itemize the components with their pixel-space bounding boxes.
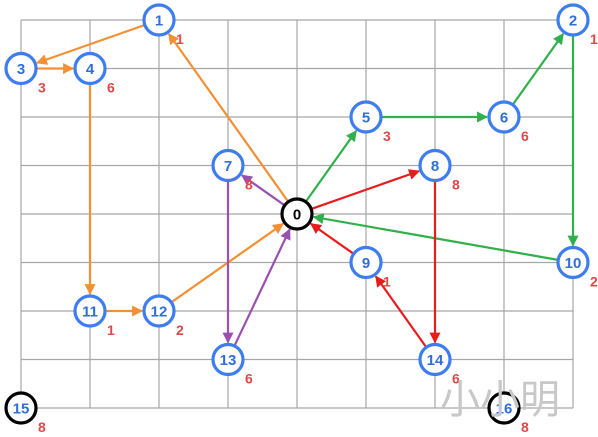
node-weight: 6	[521, 128, 529, 144]
edge-14-to-9	[374, 275, 427, 348]
node-circle	[142, 294, 176, 328]
node-label: 3	[17, 61, 25, 78]
node-label: 4	[86, 61, 95, 78]
route-edges	[36, 24, 579, 348]
node-label: 0	[293, 207, 301, 224]
node-label: 6	[500, 110, 508, 127]
node-16: 16 8	[487, 391, 529, 435]
node-9: 91	[349, 245, 391, 290]
node-5: 53	[349, 100, 391, 144]
node-circle	[349, 245, 383, 280]
node-10: 10 2	[556, 245, 598, 290]
watermark: 小小明	[440, 377, 560, 423]
node-label: 1	[155, 13, 163, 30]
node-12: 12 2	[142, 294, 184, 338]
node-label: 16	[496, 401, 513, 418]
node-label: 2	[569, 13, 577, 30]
node-weight: 1	[107, 322, 115, 338]
node-weight: 6	[107, 80, 115, 96]
node-label: 9	[362, 255, 370, 272]
node-label: 13	[220, 352, 237, 369]
node-weight: 8	[245, 177, 253, 193]
node-0: 0	[280, 197, 314, 231]
edge-0-to-5	[305, 129, 358, 202]
node-circle	[211, 148, 245, 183]
node-circle	[73, 294, 107, 328]
node-circle	[349, 100, 383, 134]
node-circle	[556, 245, 590, 280]
edge-1-to-3	[36, 24, 145, 65]
node-weight: 6	[245, 371, 253, 387]
node-1: 11	[142, 3, 184, 47]
node-label: 15	[13, 401, 30, 418]
node-circle	[487, 391, 521, 425]
node-circle	[418, 342, 452, 377]
node-circle	[487, 100, 521, 134]
node-weight: 1	[383, 274, 391, 290]
node-circle	[4, 391, 38, 425]
node-13: 13 6	[211, 342, 253, 387]
node-weight: 1	[590, 31, 598, 47]
node-8: 88	[418, 148, 460, 193]
node-circle	[280, 197, 314, 231]
node-15: 15 8	[4, 391, 46, 435]
node-label: 11	[82, 304, 98, 321]
node-4: 46	[73, 51, 115, 96]
node-weight: 3	[38, 80, 46, 96]
edge-0-to-7	[241, 174, 285, 206]
node-label: 5	[362, 110, 370, 127]
node-circle	[211, 342, 245, 377]
node-weight: 8	[521, 419, 529, 435]
edge-13-to-0	[233, 228, 291, 346]
node-6: 66	[487, 100, 529, 144]
node-weight: 6	[452, 371, 460, 387]
node-circle	[418, 148, 452, 183]
edge-6-to-2	[512, 32, 565, 105]
node-label: 7	[224, 158, 232, 175]
edge-9-to-0	[310, 222, 354, 255]
node-11: 111	[73, 294, 115, 338]
edge-0-to-1	[167, 32, 289, 202]
node-circle	[4, 51, 38, 86]
node-circle	[556, 3, 590, 37]
node-weight: 8	[38, 419, 46, 435]
node-label: 12	[151, 304, 168, 321]
node-circle	[73, 51, 107, 86]
node-label: 8	[431, 158, 439, 175]
node-circle	[142, 3, 176, 37]
node-label: 14	[427, 352, 444, 369]
node-weight: 3	[383, 128, 391, 144]
node-weight: 1	[176, 31, 184, 47]
node-2: 21	[556, 3, 598, 47]
node-weight: 8	[452, 177, 460, 193]
node-weight: 2	[590, 274, 598, 290]
edge-0-to-8	[311, 169, 420, 210]
node-14: 14 6	[418, 342, 460, 387]
node-weight: 2	[176, 322, 184, 338]
node-7: 78	[211, 148, 253, 193]
node-3: 33	[4, 51, 46, 96]
node-label: 10	[565, 255, 582, 272]
